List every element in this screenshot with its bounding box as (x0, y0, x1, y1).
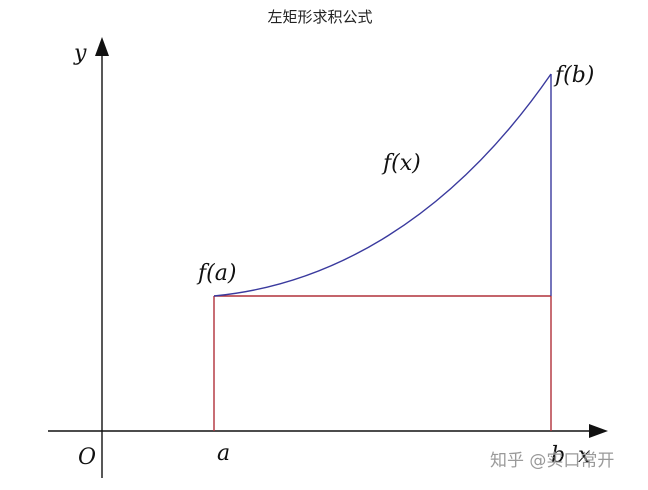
x-axis-label: x (578, 443, 591, 468)
f-a-label: f(a) (196, 261, 236, 286)
a-label: a (217, 441, 230, 466)
figure-title: 左矩形求积公式 (267, 8, 372, 26)
y-axis-arrow-icon (95, 37, 109, 56)
f-b-label: f(b) (553, 63, 594, 88)
x-axis-arrow-icon (589, 424, 608, 438)
b-label: b (551, 443, 565, 468)
approximating-rectangle (213, 295, 552, 431)
y-axis-label: y (73, 41, 87, 66)
f-x-label: f(x) (381, 151, 421, 176)
watermark: 知乎 @实口常开 (490, 451, 614, 471)
axes (48, 37, 608, 478)
function-curve (213, 73, 552, 297)
origin-label: O (78, 445, 96, 470)
